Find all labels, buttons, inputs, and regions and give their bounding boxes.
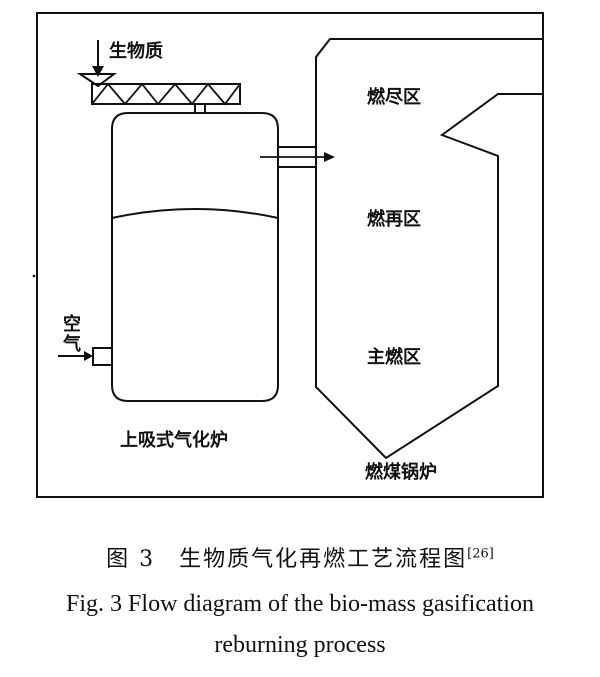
air-label: 空 气: [62, 313, 87, 355]
biomass-label: 生物质: [109, 40, 163, 62]
feed-hopper: [76, 73, 117, 88]
screw-conveyor: [91, 82, 241, 113]
fuel-bed-surface: [111, 208, 279, 219]
reburn-zone-label: 燃再区: [367, 208, 421, 230]
figure-caption-chinese: 图 3 生物质气化再燃工艺流程图[26]: [0, 541, 600, 573]
figure-caption-english-line1: Fig. 3 Flow diagram of the bio-mass gasi…: [66, 591, 534, 617]
caption-reference: [26]: [467, 546, 494, 562]
process-flow-diagram: 生物质 空 气 上吸式气化炉 燃尽区 燃再区 主燃区 燃煤锅炉: [32, 12, 544, 498]
air-inlet: [58, 347, 113, 366]
boiler-outline: [315, 38, 542, 460]
main-zone-label: 主燃区: [367, 346, 421, 368]
boiler-label: 燃煤锅炉: [365, 461, 437, 483]
biomass-feed-arrow: [92, 40, 104, 77]
diagram-frame: [36, 12, 544, 498]
figure-caption-english-line2: reburning process: [214, 632, 386, 658]
caption-cn-text: 图 3 生物质气化再燃工艺流程图: [106, 547, 468, 572]
gasifier-vessel: [111, 112, 279, 402]
air-label-char-1: 空: [63, 313, 81, 335]
stray-dot: [32, 274, 36, 278]
gasifier-label: 上吸式气化炉: [120, 429, 228, 451]
burnout-zone-label: 燃尽区: [367, 86, 421, 108]
air-label-char-2: 气: [62, 333, 81, 355]
gas-pipe: [260, 146, 335, 168]
